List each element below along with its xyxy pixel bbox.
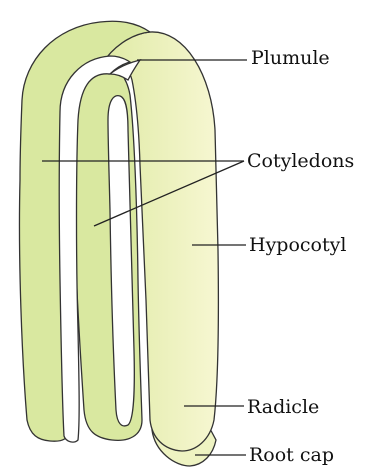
label-plumule: Plumule — [251, 49, 330, 68]
label-radicle: Radicle — [247, 398, 319, 417]
label-hypocotyl: Hypocotyl — [249, 236, 346, 255]
label-cotyledons: Cotyledons — [247, 152, 354, 171]
label-root-cap: Root cap — [249, 446, 334, 465]
